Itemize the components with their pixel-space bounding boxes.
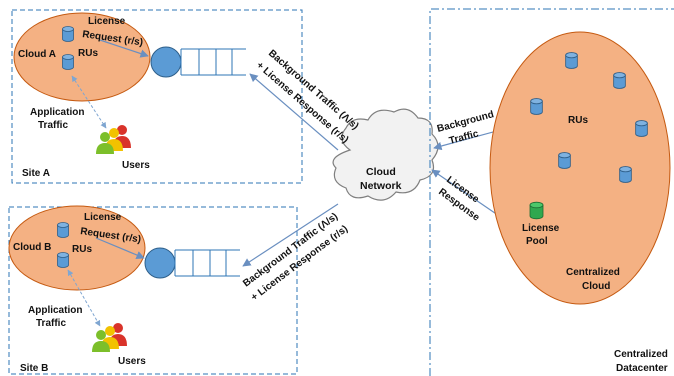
license-pool-icon [529,201,544,220]
ru-icon [565,52,578,69]
site-a-queue [180,48,246,76]
cloud-network-label-line1: Cloud [366,166,396,178]
cloud-a-label: Cloud A [18,49,56,60]
site-a-users-icon [96,125,131,154]
centralized-cloud-label-line2: Cloud [582,281,610,292]
site-b-server-circle [144,247,176,279]
site-a-label: Site A [22,168,50,179]
ru-icon [558,152,571,169]
site-b-users-label: Users [118,356,146,367]
site-a-app-traffic-line1: Application [30,107,84,118]
site-b-label: Site B [20,363,48,374]
site-b-app-traffic-arrow [67,269,101,327]
ru-icon [62,54,74,70]
site-b-app-traffic-line2: Traffic [36,318,66,329]
ru-icon [57,252,69,268]
site-a-users-label: Users [122,160,150,171]
ru-icon [530,98,543,115]
datacenter-label-line2: Datacenter [616,363,668,374]
datacenter-label-line1: Centralized [614,349,668,360]
site-b-box [8,206,298,375]
site-b-app-traffic-line1: Application [28,305,82,316]
lower-link-arrow [242,203,339,267]
ru-icon [613,72,626,89]
cloud-network-shape [332,108,439,201]
ru-icon [62,26,74,42]
site-b-license-request-line1: License [84,212,122,223]
site-b-rus-label: RUs [72,244,92,255]
ru-icon [619,166,632,183]
site-b-request-arrow [95,237,145,259]
ru-icon [635,120,648,137]
site-a-server-circle [150,46,182,78]
site-a-license-request-line1: License [88,16,126,27]
site-b-users-icon [92,323,127,352]
license-pool-label-line2: Pool [526,236,548,247]
cloud-network-label-line2: Network [360,180,402,192]
datacenter-box [429,8,674,376]
centralized-cloud-ellipse [489,31,671,305]
site-a-app-traffic-arrow [71,75,107,129]
ru-icon [57,222,69,238]
site-a-rus-label: RUs [78,48,98,59]
license-pool-label-line1: License [522,223,560,234]
site-a-box [11,9,303,184]
site-a-request-arrow [99,39,149,58]
dc-background-label-line2: Traffic [448,128,480,147]
datacenter-rus-label: RUs [568,115,588,126]
site-b-queue [174,249,240,277]
site-a-app-traffic-line2: Traffic [38,120,68,131]
upper-link-arrow [249,73,339,151]
cloud-b-label: Cloud B [13,242,51,253]
centralized-cloud-label-line1: Centralized [566,267,620,278]
